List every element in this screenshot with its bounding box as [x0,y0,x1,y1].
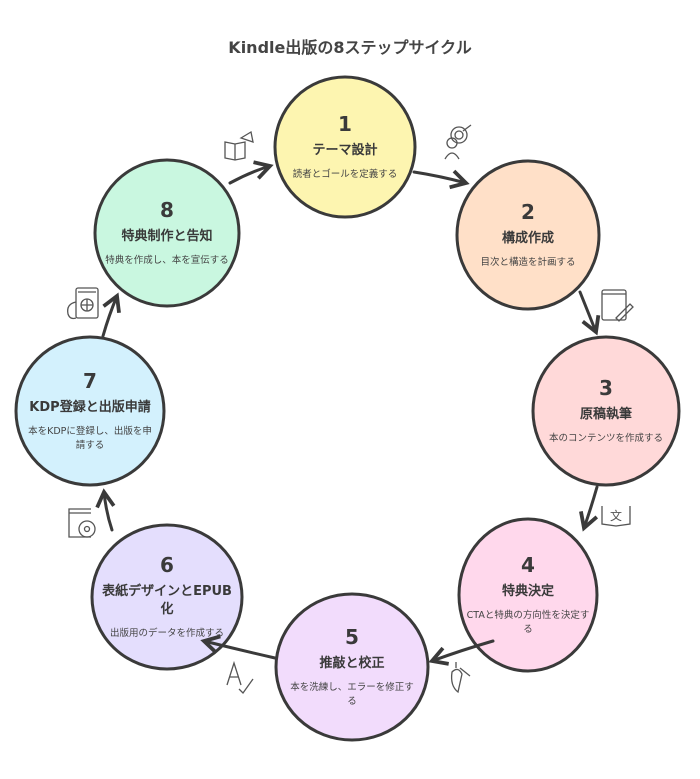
translate-book-icon: 文 [601,506,631,527]
step-3-node: 3 原稿執筆本のコンテンツを作成する [541,376,671,446]
step-7-circle [14,335,166,487]
step-title: 特典決定 [501,584,554,599]
step-6-node: 6 表紙デザインとEPUB化出版用のデータを作成する [102,553,232,641]
arrow-7-to-8 [101,292,121,338]
arrow-5-to-6 [200,634,277,660]
step-title: 推敲と校正 [319,656,385,671]
svg-text:文: 文 [610,508,622,523]
passport-globe-icon [67,287,99,320]
step-title: KDP登録と出版申請 [29,400,151,415]
step-title: 原稿執筆 [579,407,632,422]
step-title: 構成作成 [501,231,554,246]
step-number: 8 [160,198,174,222]
arrow-8-to-1 [228,160,274,185]
target-person-icon [444,124,472,160]
step-description: 読者とゴールを定義する [292,169,398,180]
carrot-icon [450,662,471,694]
step-5-circle [274,592,430,742]
step-1-node: 1 テーマ設計読者とゴールを定義する [280,112,410,182]
step-6-circle [90,523,244,671]
step-number: 3 [599,376,613,400]
step-description: 本をKDPに登録し、出版を申請する [28,426,152,451]
arrow-1-to-2 [412,169,470,190]
step-8-circle [93,158,241,308]
step-2-node: 2 構成作成目次と構造を計画する [463,200,593,270]
step-number: 1 [338,112,352,136]
step-2-circle [455,159,601,311]
step-description: 本を洗練し、エラーを修正する [290,682,414,707]
spellcheck-icon [226,660,254,695]
arrow-2-to-3 [578,290,601,336]
arrow-4-to-5 [428,639,495,666]
step-1-circle [273,75,417,219]
step-8-node: 8 特典制作と告知特典を作成し、本を宣伝する [102,198,232,268]
step-description: CTAと特典の方向性を決定する [466,610,590,635]
step-title: テーマ設計 [312,143,378,158]
step-number: 5 [345,625,359,649]
step-description: 特典を作成し、本を宣伝する [105,255,229,266]
step-description: 出版用のデータを作成する [109,628,224,639]
step-5-node: 5 推敲と校正本を洗練し、エラーを修正する [287,625,417,709]
megaphone-book-icon [224,130,254,161]
disc-file-icon [68,508,96,538]
step-description: 目次と構造を計画する [480,257,576,268]
step-description: 本のコンテンツを作成する [548,433,663,444]
diagram-title: Kindle出版の8ステップサイクル [228,38,472,57]
step-number: 6 [160,553,174,577]
step-title: 表紙デザインとEPUB化 [102,584,232,617]
notebook-pencil-icon [601,289,634,322]
arrow-6-to-7 [95,488,116,532]
step-number: 7 [83,369,97,393]
step-4-circle [457,517,599,673]
step-4-node: 4 特典決定 CTAと特典の方向性を決定する [463,553,593,637]
step-title: 特典制作と告知 [121,229,213,244]
step-3-circle [531,335,681,487]
step-number: 2 [521,200,535,224]
step-number: 4 [521,553,535,577]
arrow-3-to-4 [579,485,599,532]
